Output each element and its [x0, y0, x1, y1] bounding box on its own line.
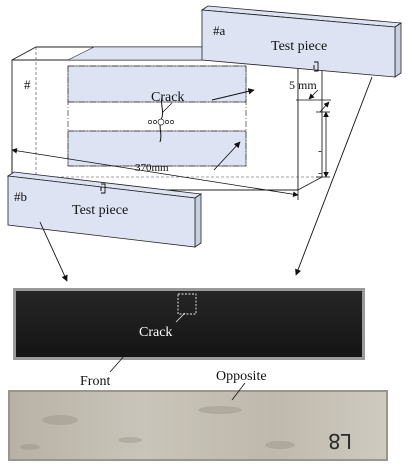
- crack-leader: [161, 102, 173, 114]
- test-piece-b: [6, 171, 203, 248]
- extraction-arrows: [39, 76, 373, 282]
- plate-id-label: #: [24, 77, 31, 92]
- front-photo: [13, 288, 365, 373]
- opposite-leader: [231, 382, 246, 401]
- front-photo-front-leader: [109, 354, 126, 373]
- test-piece-b-id: #b: [14, 189, 27, 204]
- front-photo-crack-leader: [175, 312, 186, 323]
- specimen-mark: L8: [328, 429, 352, 453]
- opposite-photo: [8, 382, 388, 461]
- test-piece-a: [200, 5, 403, 78]
- side-dim-2: -: [318, 167, 322, 179]
- test-piece-a-id: #a: [213, 23, 226, 38]
- width-dimension-label: 5 mm: [289, 78, 317, 92]
- front-photo-crack-label: Crack: [139, 325, 172, 340]
- front-photo-crack-box: [177, 293, 197, 315]
- width-dimension: [296, 89, 331, 113]
- band-upper: [67, 65, 247, 103]
- opposite-photo-stains: [20, 406, 295, 450]
- side-dimension: [316, 111, 330, 178]
- test-piece-b-crack-marker: [100, 183, 106, 194]
- front-label: Front: [80, 374, 110, 389]
- crack-holes: [148, 118, 174, 126]
- side-dim-1: -: [318, 145, 322, 157]
- opposite-label: Opposite: [216, 369, 267, 384]
- test-piece-a-crack-marker: [313, 61, 319, 72]
- test-piece-a-label: Test piece: [271, 39, 327, 54]
- crack-label: Crack: [151, 90, 184, 105]
- test-piece-b-label: Test piece: [72, 203, 128, 218]
- length-dimension-label: 370mm: [135, 162, 169, 174]
- band-lower: [67, 130, 247, 167]
